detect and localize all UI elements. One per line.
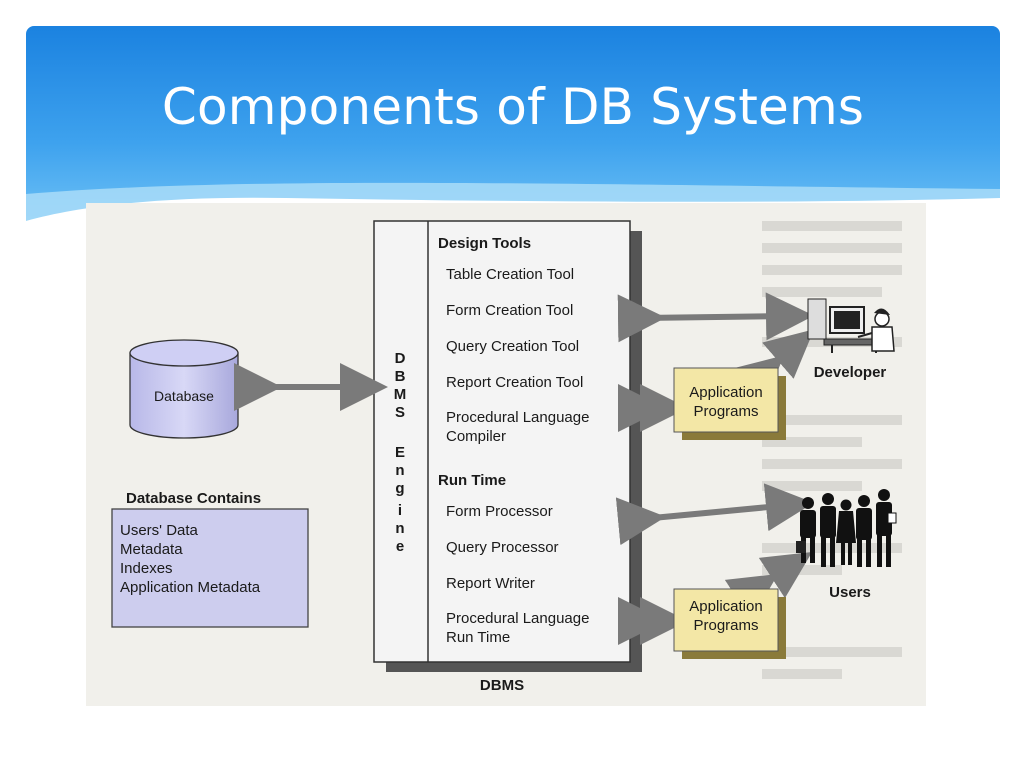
app-programs-label: Programs — [693, 617, 758, 634]
database-cylinder: Database — [129, 339, 239, 439]
dbms-engine-label: D B M S E n g i n e — [394, 350, 407, 555]
dbms-caption: DBMS — [480, 677, 524, 694]
app-programs-label: Application — [689, 598, 762, 615]
run-time-item: Query Processor — [446, 539, 559, 556]
app-programs-label: Application — [689, 384, 762, 401]
run-time-heading: Run Time — [438, 472, 506, 489]
engine-letter: S — [395, 404, 405, 421]
database-contains-item: Indexes — [120, 560, 173, 577]
app-programs-label: Programs — [693, 403, 758, 420]
database-contains-item: Application Metadata — [120, 579, 261, 596]
users-label: Users — [829, 584, 871, 601]
dbms-box — [373, 220, 642, 672]
run-time-item: Report Writer — [446, 575, 535, 592]
engine-letter: n — [395, 520, 404, 537]
users-icon — [796, 489, 897, 567]
application-programs-top: Application Programs — [673, 367, 786, 440]
engine-letter: D — [395, 350, 406, 367]
design-tool-item: Query Creation Tool — [446, 338, 579, 355]
arrows — [234, 292, 815, 645]
design-tool-item: Table Creation Tool — [446, 266, 574, 283]
engine-letter: B — [395, 368, 406, 385]
application-programs-bottom: Application Programs — [673, 588, 786, 659]
engine-letter: E — [395, 444, 405, 461]
developer-app-arrow — [732, 329, 815, 405]
design-tool-item: Procedural Language — [446, 409, 589, 426]
design-tool-item: Report Creation Tool — [446, 374, 583, 391]
engine-letter: e — [396, 538, 404, 555]
slide-title: Components of DB Systems — [161, 78, 865, 136]
design-tool-item: Compiler — [446, 428, 506, 445]
database-contains-box: Database Contains Users' Data Metadata I… — [111, 490, 309, 628]
users-app-arrow — [724, 551, 813, 621]
design-tool-item: Form Creation Tool — [446, 302, 573, 319]
users-dbms-arrow — [615, 483, 814, 546]
engine-letter: i — [398, 502, 402, 519]
engine-letter: g — [395, 480, 404, 497]
database-contains-item: Users' Data — [120, 522, 199, 539]
dbms-diagram: DBMS D B M S E n g i n e Design Tools Ta… — [86, 203, 926, 706]
database-contains-item: Metadata — [120, 541, 183, 558]
run-time-item: Procedural Language — [446, 610, 589, 627]
run-time-list: Run Time Form Processor Query Processor … — [438, 472, 589, 646]
database-contains-heading: Database Contains — [126, 490, 261, 507]
engine-letter: n — [395, 462, 404, 479]
design-tools-list: Design Tools Table Creation Tool Form Cr… — [438, 235, 589, 445]
developer-dbms-arrow — [617, 292, 814, 343]
developer-icon — [807, 298, 895, 353]
database-label: Database — [154, 388, 214, 404]
run-time-item: Run Time — [446, 629, 510, 646]
design-tools-heading: Design Tools — [438, 235, 531, 252]
run-time-item: Form Processor — [446, 503, 553, 520]
developer-label: Developer — [814, 364, 887, 381]
engine-letter: M — [394, 386, 407, 403]
